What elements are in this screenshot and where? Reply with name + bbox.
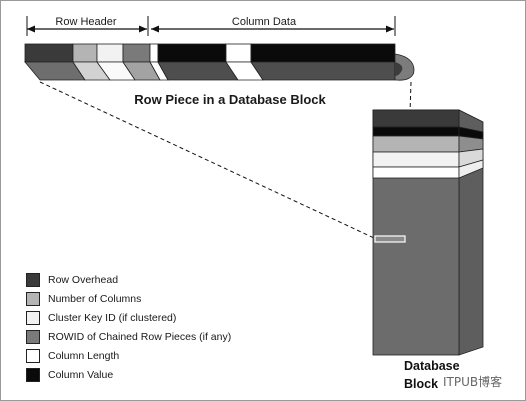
row-header-label: Row Header [55, 16, 116, 28]
database-block [372, 109, 484, 356]
legend-swatch [26, 348, 40, 363]
legend-item-row-overhead: Row Overhead [26, 270, 231, 289]
watermark: ITPUB博客 [443, 375, 503, 389]
segment-column-length-1 [149, 43, 159, 63]
strip-curl [394, 53, 415, 81]
segment-column-value-2 [250, 43, 396, 63]
segment-column-value-1 [157, 43, 227, 63]
segment-column-length-2 [225, 43, 252, 63]
segment-rowid [122, 43, 151, 63]
segment-cluster-key-id [96, 43, 124, 63]
row-piece [24, 43, 415, 81]
legend-swatch [26, 310, 40, 325]
segment-row-overhead [24, 43, 74, 63]
database-block-title-line2: Block [404, 377, 439, 391]
legend-item-column-value: Column Value [26, 365, 231, 384]
face-column-value-1 [157, 61, 239, 81]
database-block-title-line1: Database [404, 359, 460, 373]
row-piece-title: Row Piece in a Database Block [134, 92, 326, 107]
row-piece-in-block [374, 235, 406, 243]
legend-swatch [26, 367, 40, 382]
column-data-dimension: Column Data [151, 15, 396, 36]
column-data-label: Column Data [232, 16, 297, 28]
legend-label: ROWID of Chained Row Pieces (if any) [48, 330, 232, 343]
face-column-value-2 [250, 61, 396, 81]
legend-item-cluster-key-id: Cluster Key ID (if clustered) [26, 308, 231, 327]
row-header-dimension: Row Header [26, 15, 149, 36]
legend-label: Number of Columns [48, 292, 142, 305]
legend-item-number-of-columns: Number of Columns [26, 289, 231, 308]
connector-line-left [39, 81, 375, 239]
legend-swatch [26, 291, 40, 306]
legend-item-rowid: ROWID of Chained Row Pieces (if any) [26, 327, 231, 346]
legend-label: Row Overhead [48, 273, 119, 286]
legend-label: Column Length [48, 349, 120, 362]
legend: Row Overhead Number of Columns Cluster K… [26, 270, 231, 384]
database-block-title: Database Block [404, 357, 460, 393]
legend-label: Column Value [48, 368, 114, 381]
legend-swatch [26, 329, 40, 344]
legend-label: Cluster Key ID (if clustered) [48, 311, 177, 324]
segment-number-of-columns [72, 43, 98, 63]
legend-item-column-length: Column Length [26, 346, 231, 365]
legend-swatch [26, 272, 40, 287]
